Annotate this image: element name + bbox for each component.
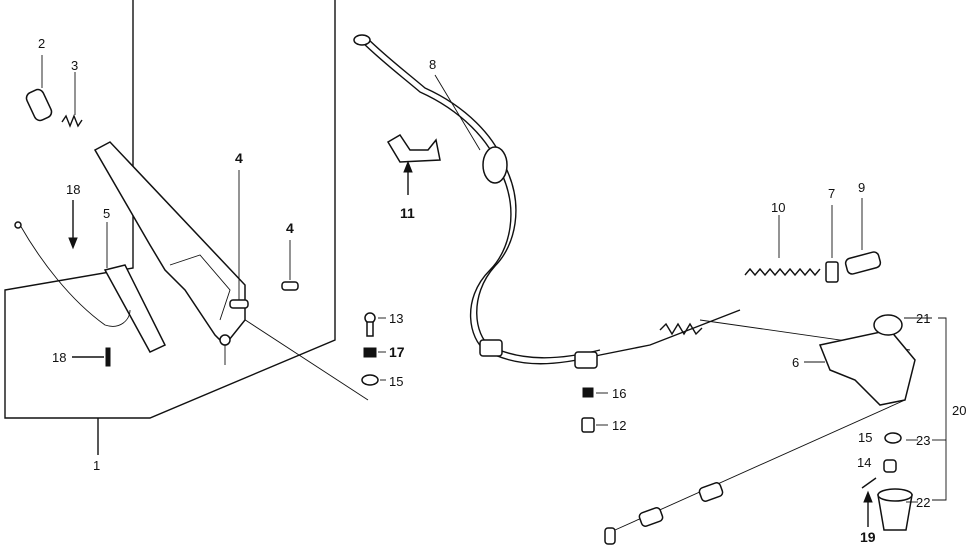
label-7: 7 xyxy=(828,186,835,201)
label-14: 14 xyxy=(857,455,871,470)
label-15: 15 xyxy=(389,374,403,389)
label-9: 9 xyxy=(858,180,865,195)
label-2: 2 xyxy=(38,36,45,51)
return-spring-part xyxy=(744,215,821,277)
label-5: 5 xyxy=(103,206,110,221)
bolt-part-upper xyxy=(229,170,249,309)
callout-labels: 1 2 3 4 4 5 6 7 8 9 10 11 12 13 14 15 15… xyxy=(38,36,966,545)
brake-cable-part xyxy=(353,34,911,369)
clip-part-arrow-bottom xyxy=(72,347,111,367)
label-4: 4 xyxy=(235,150,243,166)
clip-part-arrow-top xyxy=(68,200,78,250)
button-spring-part xyxy=(61,72,83,128)
label-6: 6 xyxy=(792,355,799,370)
label-16: 16 xyxy=(612,386,626,401)
boot-part-22 xyxy=(877,488,913,531)
label-22: 22 xyxy=(916,495,930,510)
bolt-part-12 xyxy=(581,417,608,433)
equalizer-pin-part xyxy=(844,198,882,275)
label-19: 19 xyxy=(860,529,876,545)
label-21: 21 xyxy=(916,311,930,326)
switch-bracket-part xyxy=(14,221,167,353)
label-11: 11 xyxy=(400,205,415,221)
label-1: 1 xyxy=(93,458,100,473)
adjusting-nut-part xyxy=(825,205,839,283)
pin-part-19 xyxy=(861,477,877,527)
lever-grip-part xyxy=(25,55,53,122)
label-8: 8 xyxy=(429,57,436,72)
label-4: 4 xyxy=(286,220,294,236)
label-17: 17 xyxy=(389,344,405,360)
bolt-part-lower xyxy=(281,240,299,291)
assembly-bracket-20 xyxy=(906,317,947,503)
label-13: 13 xyxy=(389,311,403,326)
label-18: 18 xyxy=(66,182,80,197)
label-15: 15 xyxy=(858,430,872,445)
nut-part-17 xyxy=(363,347,386,358)
washer-part-15 xyxy=(361,374,386,386)
washer-part-15b xyxy=(884,432,902,444)
cable-bracket-part xyxy=(386,133,441,195)
label-3: 3 xyxy=(71,58,78,73)
bolt-part-13 xyxy=(364,312,386,337)
label-23: 23 xyxy=(916,433,930,448)
boot-part-21 xyxy=(873,314,932,336)
nut-part-14 xyxy=(883,459,897,473)
nut-part-16 xyxy=(582,387,608,398)
lever-assembly-outline xyxy=(4,0,369,455)
equalizer-part xyxy=(804,329,916,406)
label-10: 10 xyxy=(771,200,785,215)
label-12: 12 xyxy=(612,418,626,433)
rear-cable-part xyxy=(604,399,906,545)
label-18: 18 xyxy=(52,350,66,365)
parking-brake-lever-part xyxy=(93,141,246,365)
label-20: 20 xyxy=(952,403,966,418)
